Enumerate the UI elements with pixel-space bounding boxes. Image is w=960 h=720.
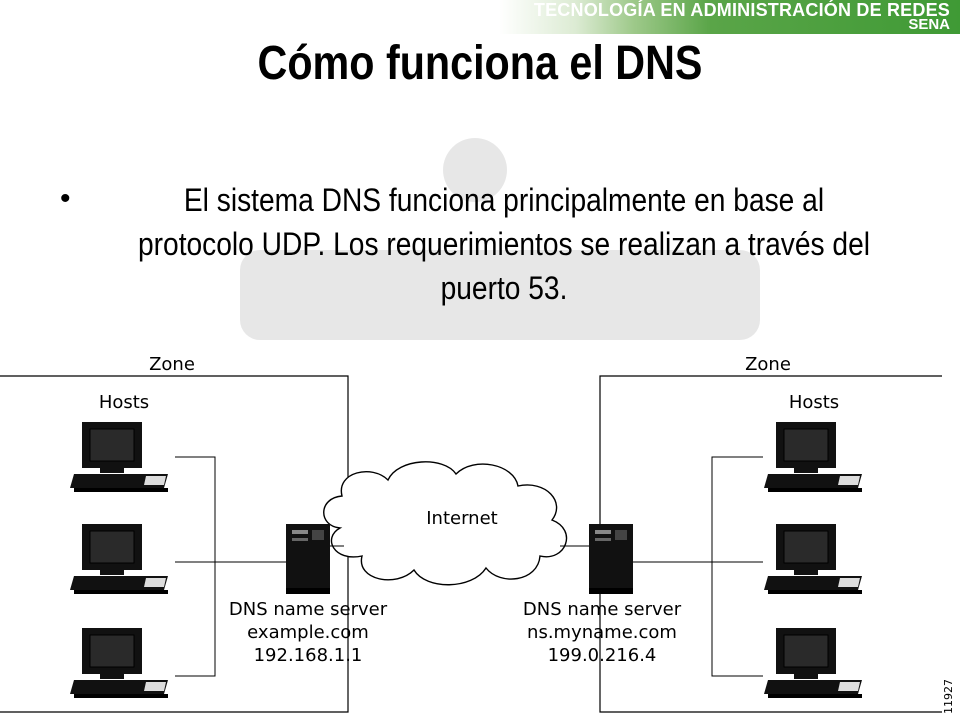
slide-title: Cómo funciona el DNS <box>257 37 703 90</box>
sena-logo-watermark <box>240 138 760 340</box>
left-dns-server-icon <box>286 524 330 594</box>
dns-diagram: Zone Zone Hosts Hosts Internet DNS name … <box>0 354 955 714</box>
right-server-domain: ns.myname.com <box>527 622 677 643</box>
left-server-title: DNS name server <box>229 599 388 620</box>
host-computer-icon <box>763 627 863 699</box>
header-bar: TECNOLOGÍA EN ADMINISTRACIÓN DE REDES SE… <box>0 0 960 34</box>
right-server-ip: 199.0.216.4 <box>548 645 657 666</box>
host-computer-icon <box>69 523 169 595</box>
host-computer-icon <box>763 421 863 493</box>
host-computer-icon <box>69 421 169 493</box>
left-server-ip: 192.168.1.1 <box>254 645 363 666</box>
left-hosts-label: Hosts <box>99 392 149 413</box>
figure-id: 11927 <box>942 679 955 714</box>
bullet-item: • El sistema DNS funciona principalmente… <box>60 178 920 310</box>
internet-label: Internet <box>426 508 497 529</box>
bullet-marker: • <box>60 182 71 215</box>
organization-name: SENA <box>908 16 950 33</box>
right-zone-label: Zone <box>745 354 791 375</box>
right-server-title: DNS name server <box>523 599 682 620</box>
right-dns-server-icon <box>589 524 633 594</box>
bullet-text: El sistema DNS funciona principalmente e… <box>137 182 871 306</box>
program-name: TECNOLOGÍA EN ADMINISTRACIÓN DE REDES <box>533 0 950 20</box>
left-zone-label: Zone <box>149 354 195 375</box>
internet-cloud-icon <box>323 461 568 586</box>
right-hosts-label: Hosts <box>789 392 839 413</box>
host-computer-icon <box>69 627 169 699</box>
left-server-domain: example.com <box>247 622 369 643</box>
host-computer-icon <box>763 523 863 595</box>
